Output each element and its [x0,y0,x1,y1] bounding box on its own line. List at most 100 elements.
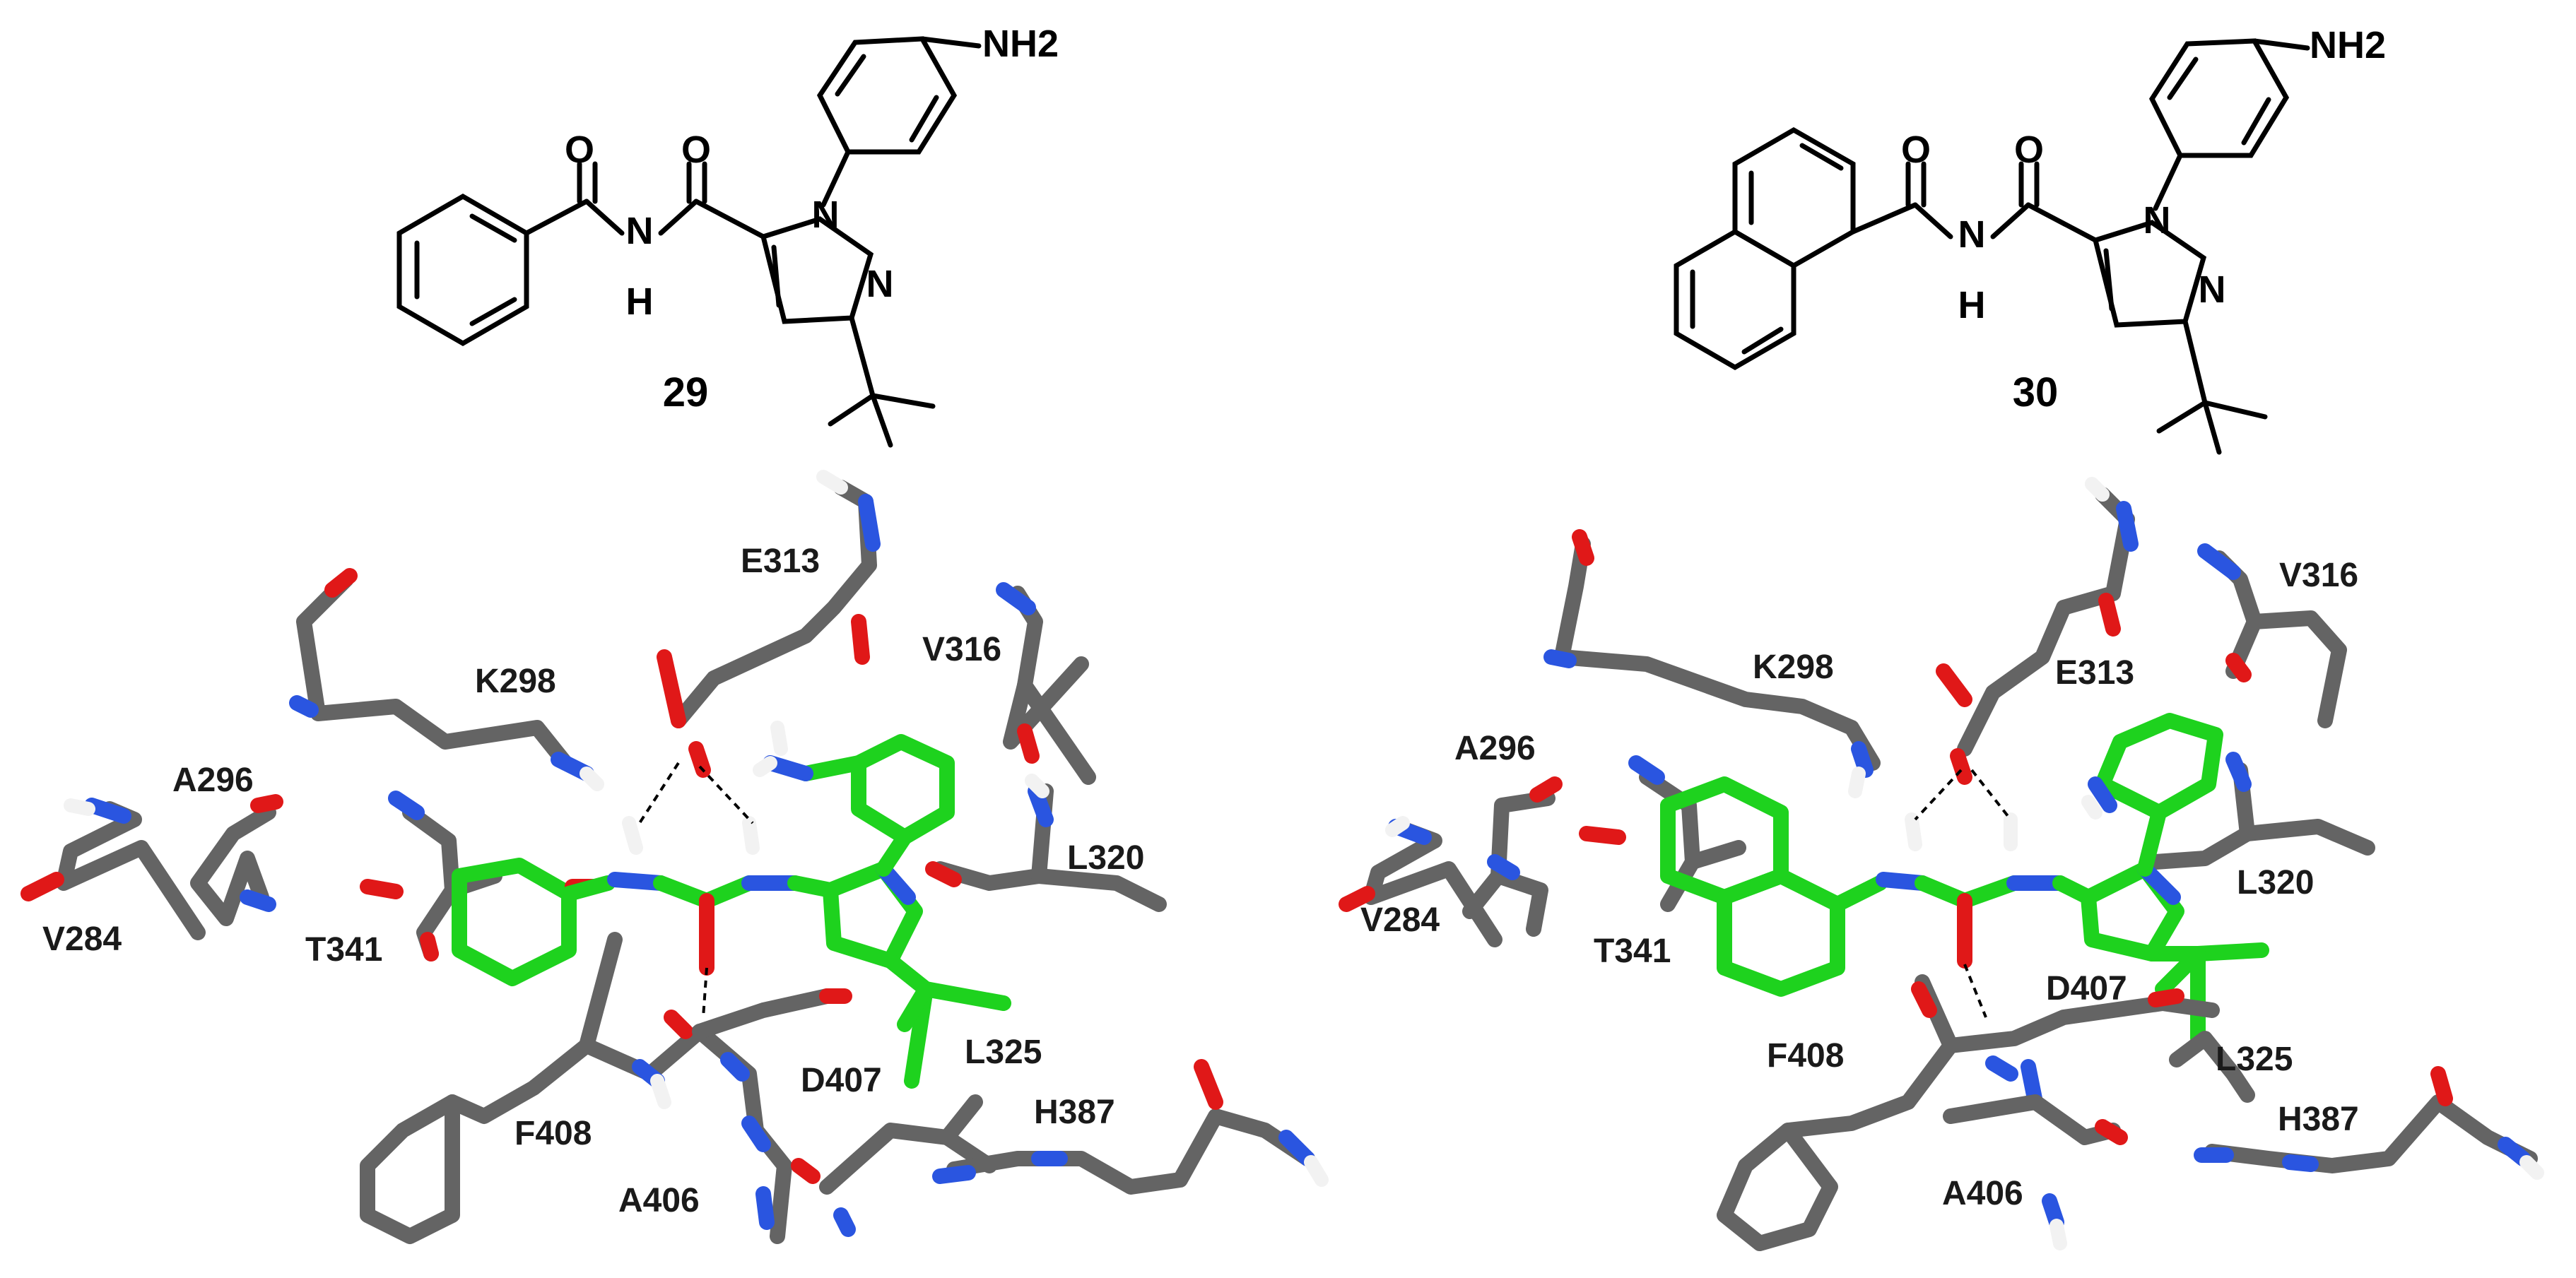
binding-pose-29: E313 K298 V316 A296 L320 V284 T341 D407 … [20,470,1329,1244]
hydrogen-stick [2049,1219,2067,1250]
atom-n1: N [2143,199,2171,242]
oxygen-stick [250,794,283,813]
ring-double-bond [2241,97,2271,146]
bond [2252,38,2310,51]
hydrogen-stick [2519,1155,2544,1180]
compound-label: 30 [2013,369,2059,415]
oxygen-stick [420,932,439,962]
ligand-pyrazole [2081,861,2184,962]
bond [524,199,589,236]
residue-label: K298 [475,663,556,700]
residue-stick [1031,868,1167,912]
nitrogen-stick [2498,1137,2531,1166]
pyrazole-ring [760,216,874,324]
nitrogen-stick [1487,854,1520,880]
residue-stick [296,572,573,771]
hydrogen-stick [1905,812,1922,851]
oxygen-stick [2098,593,2121,637]
residue-label: K298 [1753,649,1834,686]
oxygen-stick [2430,1066,2453,1106]
residue-stick [2169,1031,2255,1103]
residue-stick [819,1094,983,1195]
atom-n1: N [812,194,840,236]
atom-nh-n: N [1958,213,1986,256]
oxygen-stick [1950,748,1972,785]
ring-double-bond [1799,143,1844,171]
oxygen-stick [791,1158,821,1184]
oxygen-stick [2095,1119,2128,1145]
nitrogen-stick [84,798,131,824]
nitrogen-stick [1543,649,1577,668]
hydrogen-bond [638,762,680,824]
ligand-aminophenyl [2095,713,2223,820]
bond [828,393,876,427]
nitrogen-stick [1851,741,1874,778]
residue-label: V284 [42,921,122,958]
bond [2025,202,2098,243]
atom-o1: O [1901,129,1931,171]
oxygen-stick [20,872,64,901]
ring-double-bond [469,297,517,326]
ring-double-bond [909,95,939,143]
bond [870,393,936,409]
hydrogen-stick [650,1074,671,1109]
ligand-stick [2137,805,2167,877]
bond [870,393,893,448]
nitrogen-stick [1278,1130,1315,1166]
pyrazole-ring [2092,220,2207,328]
residue-label: A296 [1454,730,1536,767]
hydrogen-bond [1963,964,1987,1018]
residue-label: A406 [618,1182,700,1219]
residue-stick [1017,678,1096,785]
ligand-stick [561,875,616,901]
oxygen-stick [657,649,686,728]
residue-label: V284 [1360,901,1440,939]
hydrogen-stick [580,767,604,791]
oxygen-stick [1936,663,1972,707]
residue-label: D407 [801,1062,882,1099]
nitrogen-stick [720,1052,750,1082]
oxygen-stick [2225,653,2252,682]
atom-nh-n: N [626,210,654,252]
residue-stick [56,801,206,940]
oxygen-stick [1911,981,1937,1018]
ligand-stick [897,981,934,1032]
structure-29: O O N H N N NH2 29 [396,23,1059,448]
oxygen-stick [324,568,358,598]
oxygen-stick [1572,529,1594,566]
residue-stick [671,480,877,728]
hydrogen-stick [1025,774,1049,798]
oxygen-stick [851,614,870,665]
ligand-stick [2190,942,2269,962]
bond [2153,153,2183,211]
residue-stick [932,783,1054,891]
nitrogen-stick [996,582,1036,615]
hydrogen-bond [1970,769,2012,821]
ligand-pyrazole [823,861,923,969]
oxygen-stick [1529,776,1563,803]
atom-n2: N [866,263,894,305]
hydrogen-stick [742,816,760,855]
bond [2182,319,2208,406]
nitrogen-stick [1985,1055,2018,1082]
nitrogen-stick [2116,501,2139,552]
hydrogen-stick [64,798,95,816]
phenylalanine-ring [1717,1123,1838,1251]
atom-o2: O [2014,129,2044,171]
atom-nh-h: H [626,280,654,323]
hydrogen-stick [622,816,643,855]
benzoyl-ring [396,193,529,347]
residue-stick [1554,536,1881,771]
atom-o1: O [565,129,594,171]
hydrogen-stick [2085,477,2110,502]
residue-label: T341 [1594,933,1671,970]
bond [849,315,876,398]
nitrogen-stick [755,1186,775,1230]
nitrogen-stick [858,494,881,552]
residue-label: H387 [2278,1101,2359,1138]
residue-stick [445,932,623,1124]
residue-stick [1943,1094,2121,1145]
hydrogen-stick [1848,767,1866,798]
residue-stick [1943,995,2220,1053]
